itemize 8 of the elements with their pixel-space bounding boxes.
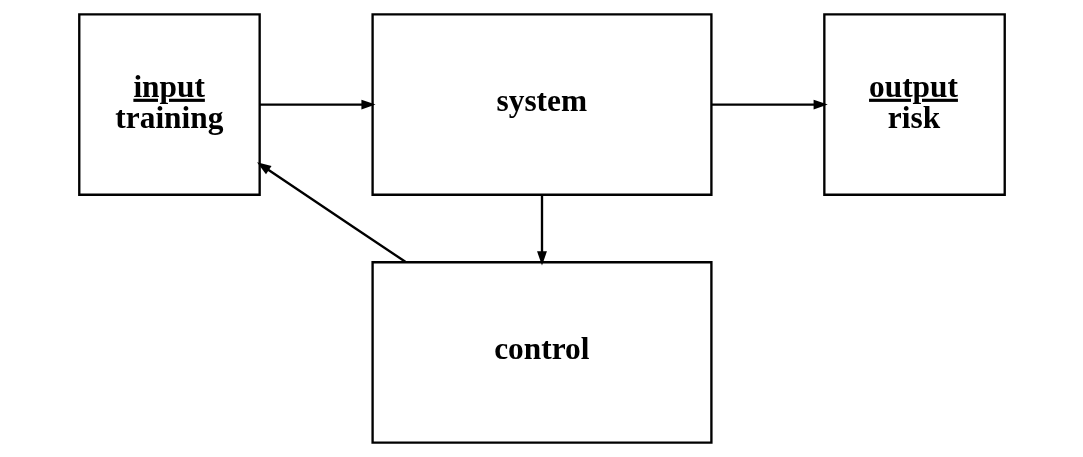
- arrow: [711, 99, 828, 110]
- node-box: output risk: [822, 13, 1006, 196]
- arrow: [536, 194, 547, 266]
- node-box: input training: [77, 13, 261, 196]
- arrow: [256, 162, 406, 263]
- arrow: [259, 99, 376, 110]
- node-box: system: [370, 13, 713, 196]
- node-box: control: [370, 261, 713, 444]
